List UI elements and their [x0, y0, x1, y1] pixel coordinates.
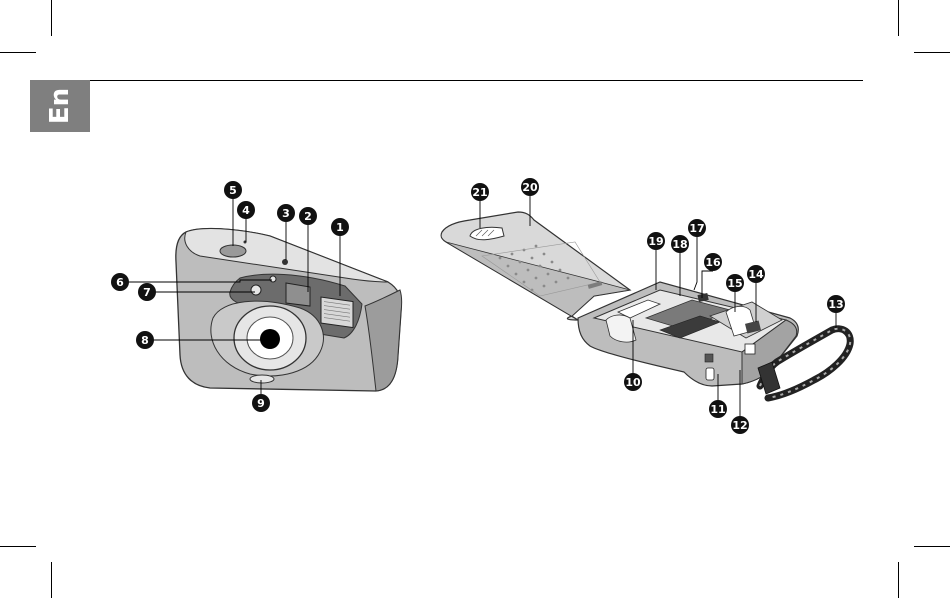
callout-14-label: 14: [748, 268, 764, 281]
callout-17-label: 17: [689, 222, 704, 235]
callout-5: 5: [224, 181, 242, 199]
callout-10: 10: [624, 373, 642, 391]
callout-20: 20: [521, 178, 539, 196]
callout-19-label: 19: [648, 235, 663, 248]
callout-8: 8: [136, 331, 154, 349]
callout-1: 1: [331, 218, 349, 236]
callout-6: 6: [111, 273, 129, 291]
callout-9-label: 9: [257, 397, 265, 410]
callout-16-label: 16: [705, 256, 721, 269]
callout-4: 4: [237, 201, 255, 219]
callout-11-label: 11: [710, 403, 725, 416]
callout-21-label: 21: [472, 186, 487, 199]
callout-13-label: 13: [828, 298, 843, 311]
callout-6-label: 6: [116, 276, 124, 289]
callout-3-label: 3: [282, 207, 290, 220]
callout-15: 15: [726, 274, 744, 292]
callout-7: 7: [138, 283, 156, 301]
callout-21: 21: [471, 183, 489, 201]
camera-open-illustration: [441, 212, 850, 398]
camera-front-illustration: [176, 229, 402, 391]
callout-12-label: 12: [732, 419, 747, 432]
callout-16: 16: [704, 253, 722, 271]
callout-20-label: 20: [522, 181, 538, 194]
callout-13: 13: [827, 295, 845, 313]
callout-3: 3: [277, 204, 295, 222]
callout-5-label: 5: [229, 184, 237, 197]
callout-19: 19: [647, 232, 665, 250]
callout-11: 11: [709, 400, 727, 418]
callout-18-label: 18: [672, 238, 687, 251]
callout-8-label: 8: [141, 334, 149, 347]
callout-14: 14: [747, 265, 765, 283]
callout-1-label: 1: [336, 221, 344, 234]
callout-15-label: 15: [727, 277, 742, 290]
callout-2-label: 2: [304, 210, 312, 223]
callout-2: 2: [299, 207, 317, 225]
callout-9: 9: [252, 394, 270, 412]
callout-17: 17: [688, 219, 706, 237]
callout-10-label: 10: [625, 376, 641, 389]
callout-18: 18: [671, 235, 689, 253]
callout-7-label: 7: [143, 286, 151, 299]
callout-12: 12: [731, 416, 749, 434]
callout-4-label: 4: [242, 204, 250, 217]
